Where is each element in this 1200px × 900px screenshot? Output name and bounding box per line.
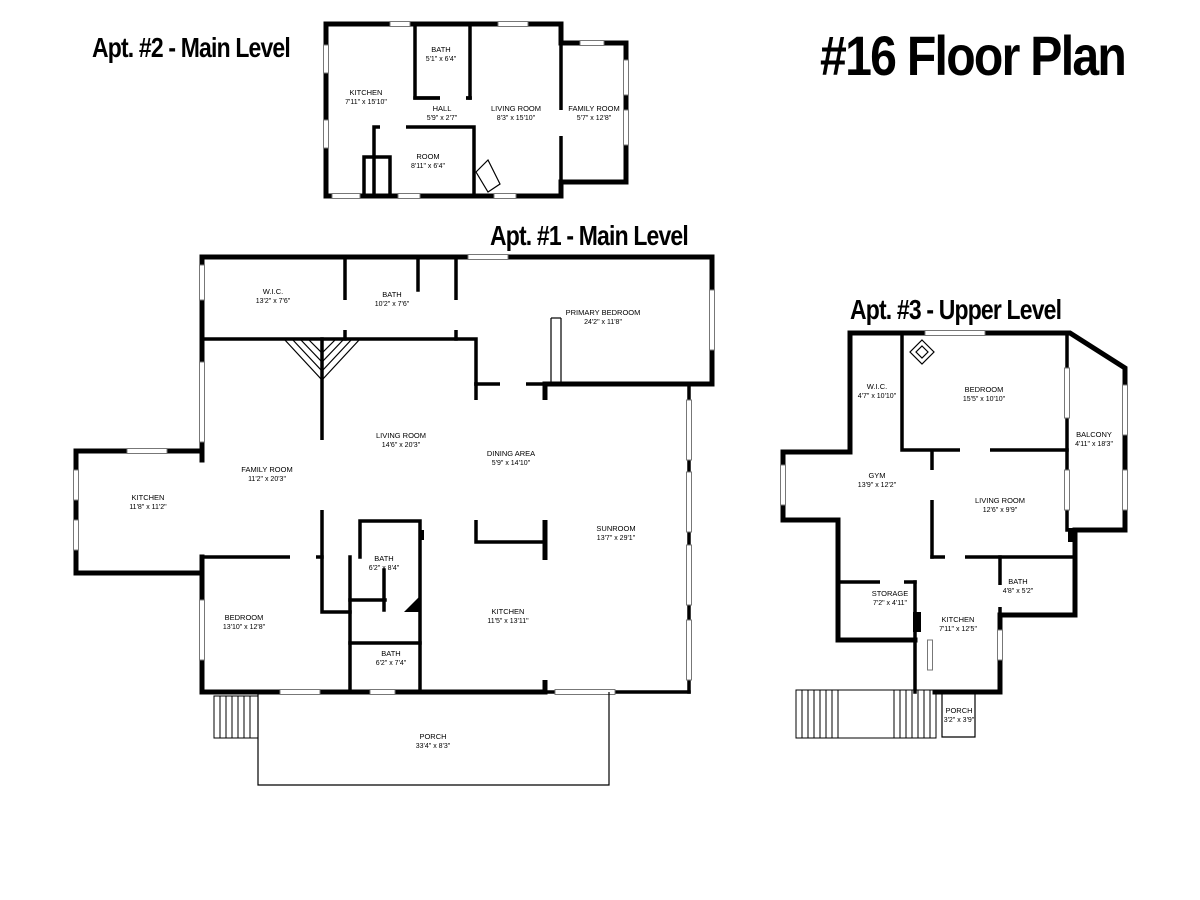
apt3-labels: W.I.C. 4'7" x 10'10" BEDROOM 15'5" x 10'… [858,382,1114,724]
apt3-room-label-gym: GYM [868,471,885,480]
apt3-room-dims-living-room: 12'6" x 9'9" [983,507,1018,514]
apt1-room-dims-bath: 10'2" x 7'6" [375,301,410,308]
apt1-room-label-kitchen-west: KITCHEN [132,493,165,502]
apt1-room-label-sunroom: SUNROOM [596,524,635,533]
apt2-room-dims-kitchen: 7'11" x 15'10" [345,99,387,106]
apt2-level-title: Apt. #2 - Main Level [92,32,291,63]
apt3-room-label-storage: STORAGE [872,589,909,598]
apt1-room-label-bedroom: BEDROOM [225,613,264,622]
page-title: #16 Floor Plan [820,24,1127,87]
apt3-room-dims-wic: 4'7" x 10'10" [858,393,897,400]
apt2-room-dims-room: 8'11" x 6'4" [411,163,445,170]
apt1-room-dims-primary-bedroom: 24'2" x 11'8" [584,319,622,326]
apt1-room-dims-dining-area: 5'9" x 14'10" [492,460,531,467]
apt2-room-dims-family-room: 5'7" x 12'8" [577,115,612,122]
apt1-room-dims-kitchen-west: 11'8" x 11'2" [129,504,167,511]
apt1-room-label-family-room: FAMILY ROOM [241,465,292,474]
apt2-room-label-family-room: FAMILY ROOM [568,104,619,113]
apt2-room-label-bath: BATH [431,45,450,54]
apt1-room-label-dining-area: DINING AREA [487,449,535,458]
apt2-labels: KITCHEN 7'11" x 15'10" BATH 5'1" x 6'4" … [345,45,620,170]
apt1-room-label-kitchen: KITCHEN [492,607,525,616]
apt1-plan: W.I.C. 13'2" x 7'6" BATH 10'2" x 7'6" PR… [73,254,715,786]
apt1-room-dims-living-room: 14'6" x 20'3" [382,442,421,449]
apt3-room-dims-bath: 4'8" x 5'2" [1003,588,1034,595]
apt1-room-label-porch: PORCH [419,732,446,741]
apt1-room-dims-sunroom: 13'7" x 29'1" [597,535,636,542]
apt1-room-label-living-room: LIVING ROOM [376,431,426,440]
apt3-room-label-wic: W.I.C. [867,382,887,391]
apt1-room-dims-bedroom: 13'10" x 12'8" [223,624,266,631]
apt2-room-dims-living-room: 8'3" x 15'10" [497,115,536,122]
apt3-room-dims-kitchen: 7'11" x 12'5" [939,626,977,633]
apt3-room-dims-gym: 13'9" x 12'2" [858,482,897,489]
apt1-room-label-primary-bedroom: PRIMARY BEDROOM [566,308,641,317]
apt3-stairs [795,689,937,739]
apt3-room-label-bath: BATH [1008,577,1027,586]
apt1-labels: W.I.C. 13'2" x 7'6" BATH 10'2" x 7'6" PR… [129,287,640,750]
apt3-room-label-balcony: BALCONY [1076,430,1112,439]
apt1-room-dims-bath-center: 6'2" x 8'4" [369,565,400,572]
apt1-room-label-bath-south: BATH [381,649,400,658]
apt3-room-dims-balcony: 4'11" x 18'3" [1075,441,1113,448]
apt2-room-dims-hall: 5'9" x 2'7" [427,115,458,122]
apt1-room-dims-wic: 13'2" x 7'6" [256,298,291,305]
apt1-room-label-bath: BATH [382,290,401,299]
apt1-room-dims-kitchen: 11'5" x 13'11" [487,618,529,625]
apt1-level-title: Apt. #1 - Main Level [490,220,689,251]
apt1-room-dims-porch: 33'4" x 8'3" [416,743,451,750]
apt3-plan: W.I.C. 4'7" x 10'10" BEDROOM 15'5" x 10'… [780,330,1128,739]
apt3-room-label-living-room: LIVING ROOM [975,496,1025,505]
apt2-plan: KITCHEN 7'11" x 15'10" BATH 5'1" x 6'4" … [323,21,629,199]
apt1-porch-stairs [213,695,259,739]
apt1-room-dims-bath-south: 6'2" x 7'4" [376,660,407,667]
apt1-room-label-wic: W.I.C. [263,287,283,296]
apt2-room-dims-bath: 5'1" x 6'4" [426,56,457,63]
apt2-room-label-kitchen: KITCHEN [350,88,383,97]
apt1-room-label-bath-center: BATH [374,554,393,563]
apt3-room-dims-porch: 3'2" x 3'9" [944,717,975,724]
apt2-room-label-hall: HALL [433,104,452,113]
apt2-room-label-room: ROOM [416,152,439,161]
apt3-room-label-kitchen: KITCHEN [942,615,975,624]
apt1-room-dims-family-room: 11'2" x 20'3" [248,476,286,483]
apt3-level-title: Apt. #3 - Upper Level [850,294,1062,325]
apt2-room-label-living-room: LIVING ROOM [491,104,541,113]
apt3-room-dims-storage: 7'2" x 4'11" [873,600,907,607]
apt3-room-label-bedroom: BEDROOM [965,385,1004,394]
apt3-room-label-porch: PORCH [945,706,972,715]
apt3-room-dims-bedroom: 15'5" x 10'10" [963,396,1006,403]
